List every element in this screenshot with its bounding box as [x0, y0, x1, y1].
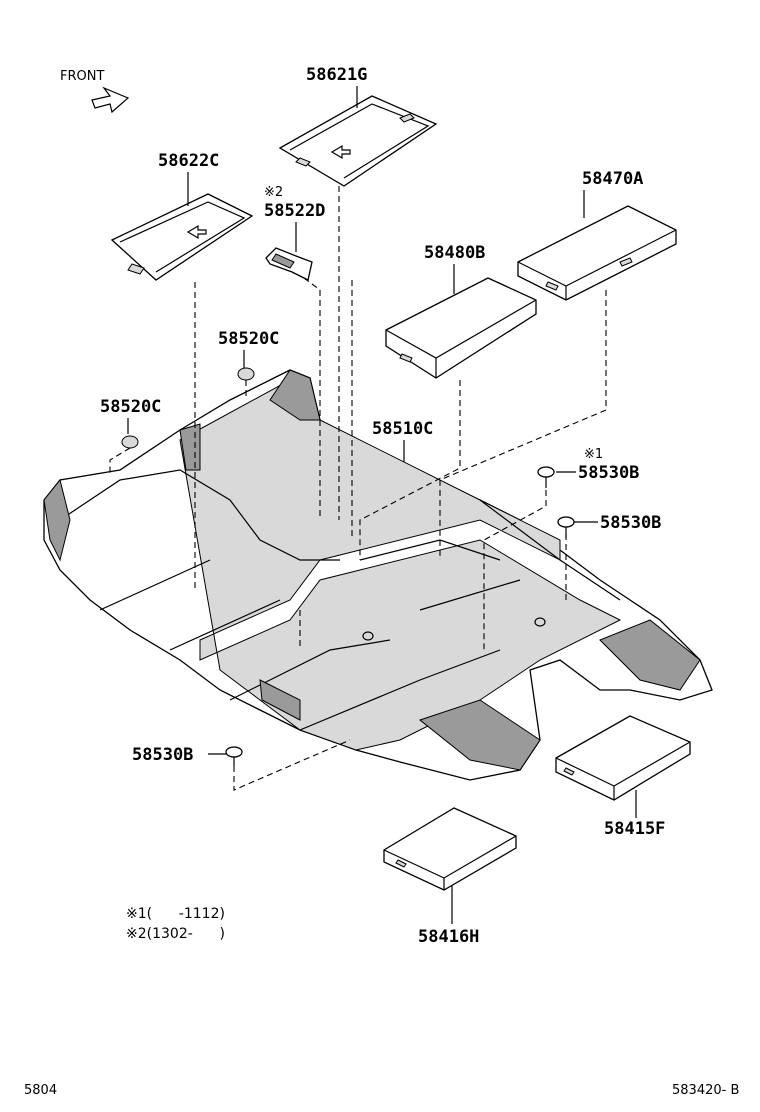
- part-58520C-upper: 58520C: [218, 329, 279, 381]
- note-1: ※1( -1112): [126, 906, 225, 922]
- part-58470A: 58470A: [517, 169, 677, 301]
- part-58522D: ※2 58522D: [264, 185, 325, 281]
- part-58480B: 58480B: [385, 243, 537, 379]
- label-58480B: 58480B: [424, 243, 485, 263]
- note-2: ※2(1302- ): [126, 926, 225, 942]
- label-58415F: 58415F: [604, 819, 665, 839]
- label-58470A: 58470A: [582, 169, 643, 189]
- clip-icon: [121, 435, 139, 449]
- label-58522D-mark: ※2: [264, 185, 283, 200]
- part-58621G: 58621G: [278, 65, 438, 187]
- clip-icon: [237, 367, 255, 381]
- part-58530B-left: 58530B: [132, 745, 243, 766]
- footer-right-code: 583420- B: [672, 1083, 739, 1098]
- clip-icon: [537, 466, 555, 478]
- label-58522D: 58522D: [264, 201, 325, 221]
- front-indicator: FRONT: [60, 69, 130, 114]
- label-58530B-right: 58530B: [600, 513, 661, 533]
- part-58510C: 58510C: [43, 369, 713, 781]
- footnotes: ※1( -1112) ※2(1302- ): [126, 906, 225, 942]
- label-58530B-right-top-mark: ※1: [584, 447, 603, 462]
- clip-icon: [225, 746, 243, 758]
- part-58415F: 58415F: [555, 715, 691, 839]
- label-58622C: 58622C: [158, 151, 219, 171]
- label-58530B-right-top: 58530B: [578, 463, 639, 483]
- front-label: FRONT: [60, 69, 104, 84]
- part-58416H: 58416H: [383, 807, 517, 947]
- label-58510C: 58510C: [372, 419, 433, 439]
- label-58520C-lower: 58520C: [100, 397, 161, 417]
- label-58520C-upper: 58520C: [218, 329, 279, 349]
- part-58520C-lower: 58520C: [100, 397, 161, 449]
- label-58530B-left: 58530B: [132, 745, 193, 765]
- label-58416H: 58416H: [418, 927, 479, 947]
- part-58530B-right: 58530B: [557, 513, 661, 538]
- part-58622C: 58622C: [110, 151, 254, 281]
- label-58621G: 58621G: [306, 65, 367, 85]
- footer-left-code: 5804: [24, 1083, 57, 1098]
- clip-icon: [557, 516, 575, 528]
- part-58530B-right-top: ※1 58530B: [537, 447, 639, 488]
- assembly-leader-lines: [109, 186, 607, 791]
- front-arrow-icon: [91, 86, 130, 114]
